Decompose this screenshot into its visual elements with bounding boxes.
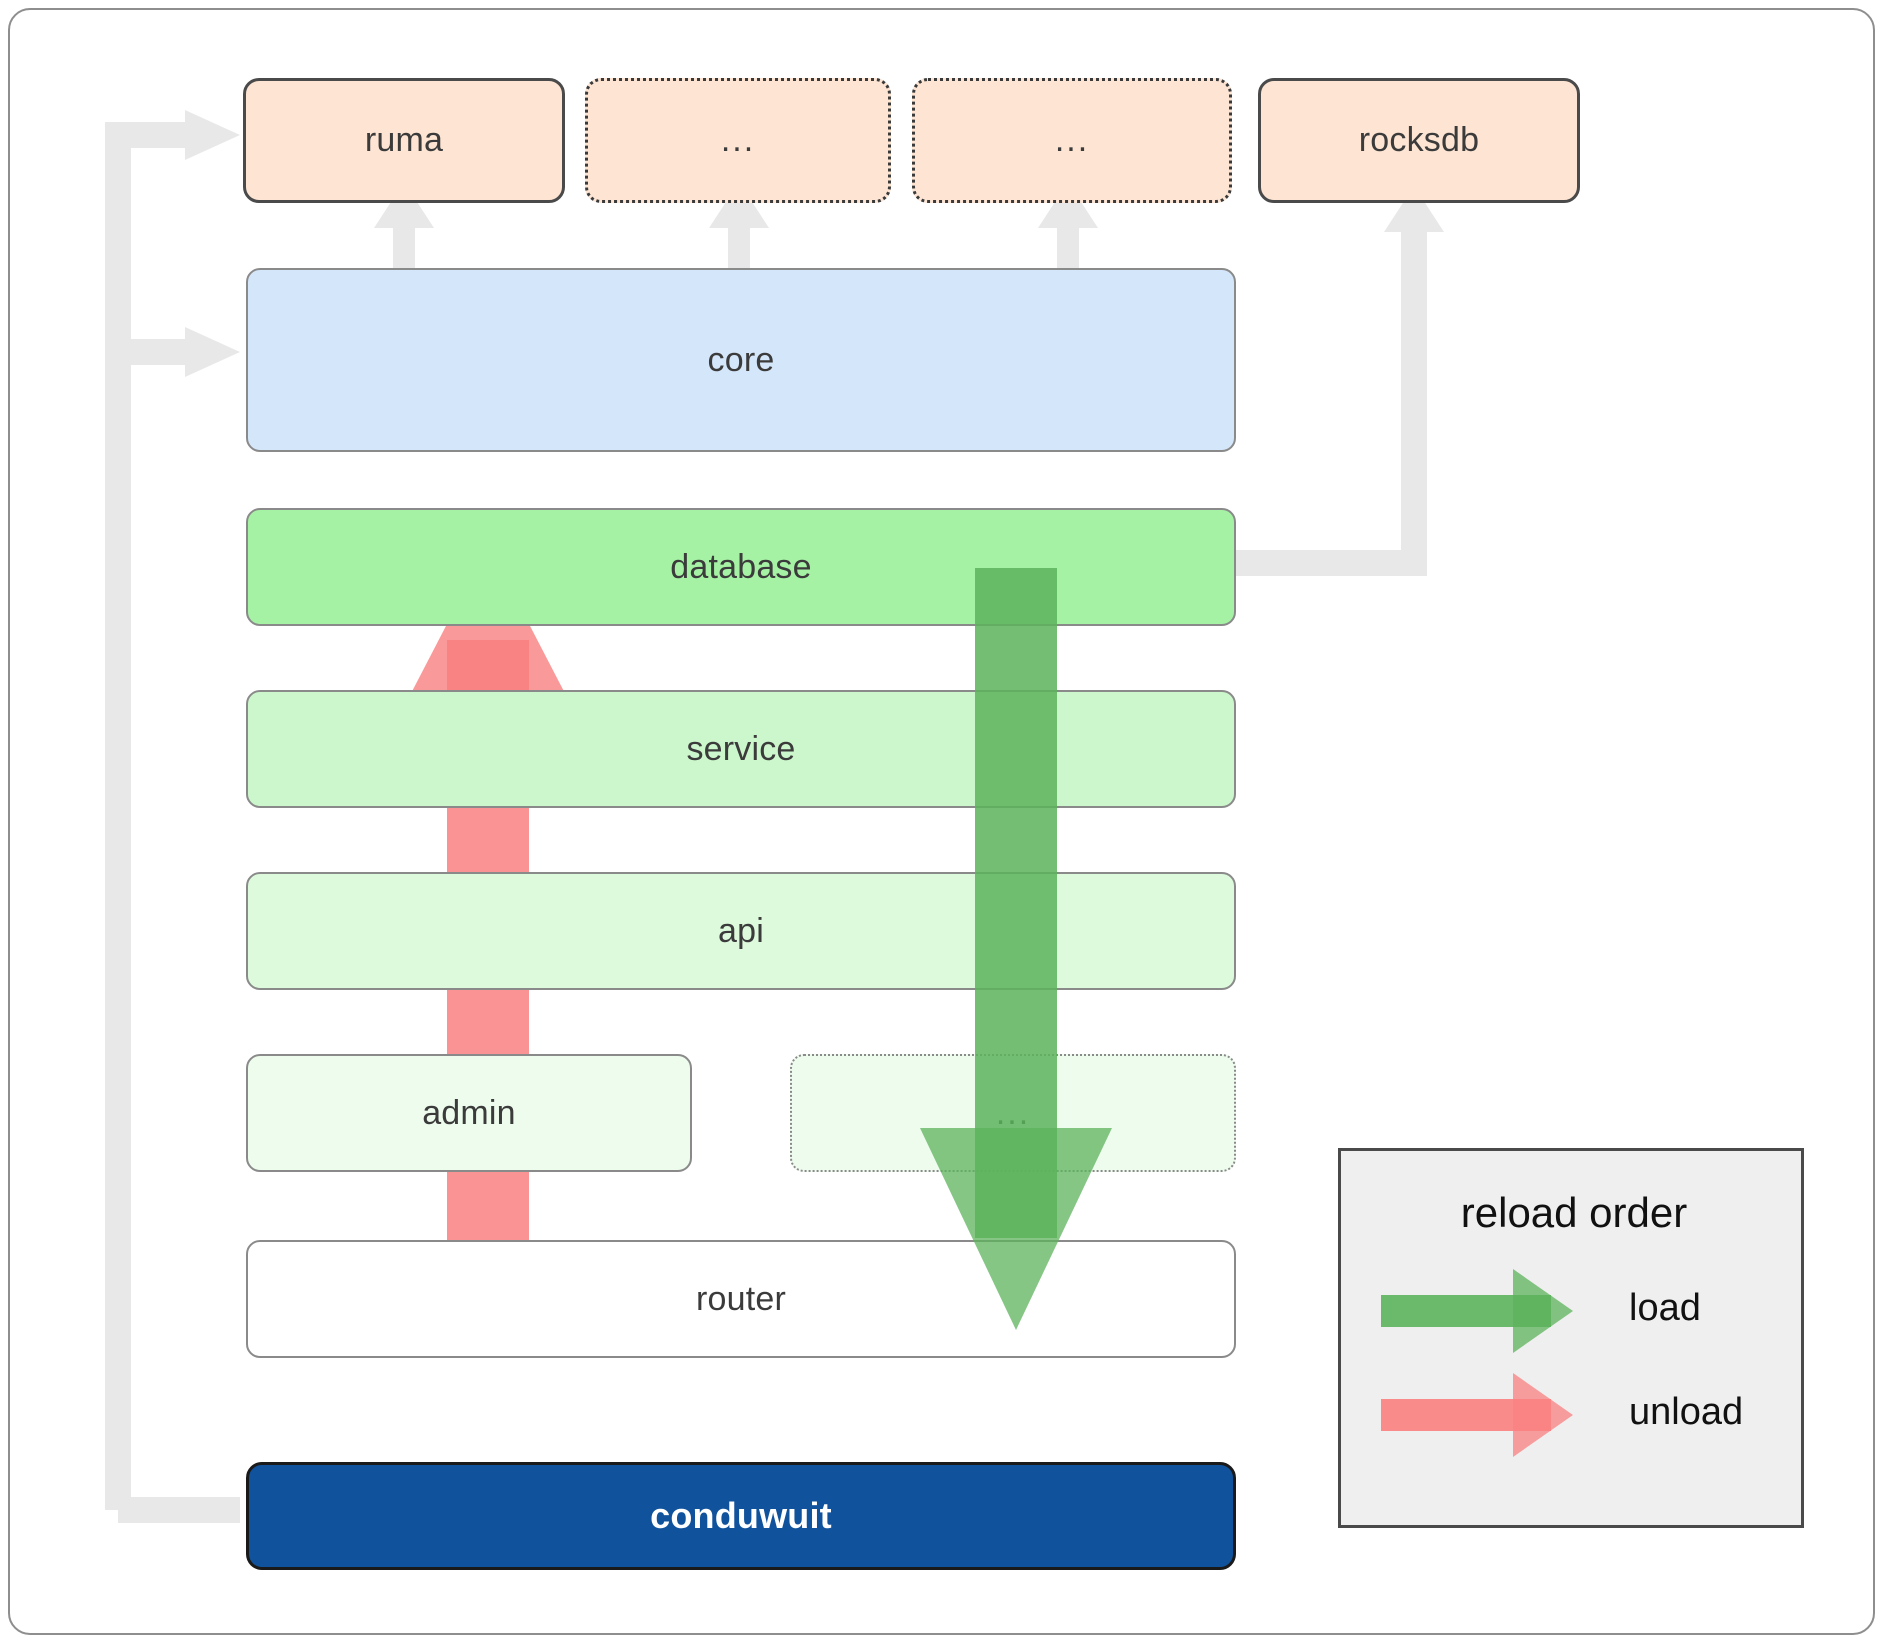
connector-database-to-rocksdb bbox=[1230, 186, 1444, 576]
binary-box-conduwuit[interactable]: conduwuit bbox=[246, 1462, 1236, 1570]
legend-panel: reload order load unload bbox=[1338, 1148, 1804, 1528]
dependency-box-ellipsis-1[interactable]: ... bbox=[585, 78, 891, 203]
binary-label-conduwuit: conduwuit bbox=[650, 1495, 832, 1536]
legend-label-load: load bbox=[1629, 1287, 1701, 1329]
legend-title: reload order bbox=[1460, 1189, 1688, 1236]
dependency-box-ellipsis-2[interactable]: ... bbox=[912, 78, 1232, 203]
legend-swatch-unload-icon bbox=[1381, 1373, 1573, 1457]
dependency-box-ruma[interactable]: ruma bbox=[243, 78, 565, 203]
legend-label-unload: unload bbox=[1629, 1391, 1744, 1433]
dependency-box-rocksdb[interactable]: rocksdb bbox=[1258, 78, 1580, 203]
legend-arrows bbox=[1381, 1269, 1573, 1457]
dependency-label-ellipsis-1: ... bbox=[720, 121, 756, 159]
stack-label-core: core bbox=[707, 340, 775, 379]
connector-core-to-ruma bbox=[374, 182, 434, 268]
stack-label-api: api bbox=[718, 911, 764, 950]
stack-layer-service[interactable]: service bbox=[246, 690, 1236, 808]
connector-core-to-dep1 bbox=[709, 182, 769, 268]
dependency-label-ellipsis-2: ... bbox=[1054, 121, 1090, 159]
dependency-label-ruma: ruma bbox=[364, 121, 444, 159]
connector-core-to-dep2 bbox=[1038, 182, 1098, 268]
stack-label-database: database bbox=[670, 547, 812, 586]
dependency-label-rocksdb: rocksdb bbox=[1358, 121, 1480, 159]
stack-label-admin: admin bbox=[422, 1093, 516, 1132]
stack-label-service: service bbox=[686, 729, 796, 768]
stack-label-router: router bbox=[695, 1279, 787, 1318]
stack-layer-core[interactable]: core bbox=[246, 268, 1236, 452]
connector-conduwuit-to-deps bbox=[105, 110, 240, 1523]
stack-layer-router[interactable]: router bbox=[246, 1240, 1236, 1358]
stack-layer-admin[interactable]: admin bbox=[246, 1054, 692, 1172]
load-arrow bbox=[920, 568, 1112, 1330]
legend-swatch-load-icon bbox=[1381, 1269, 1573, 1353]
stack-layer-database[interactable]: database bbox=[246, 508, 1236, 626]
stack-layer-api[interactable]: api bbox=[246, 872, 1236, 990]
